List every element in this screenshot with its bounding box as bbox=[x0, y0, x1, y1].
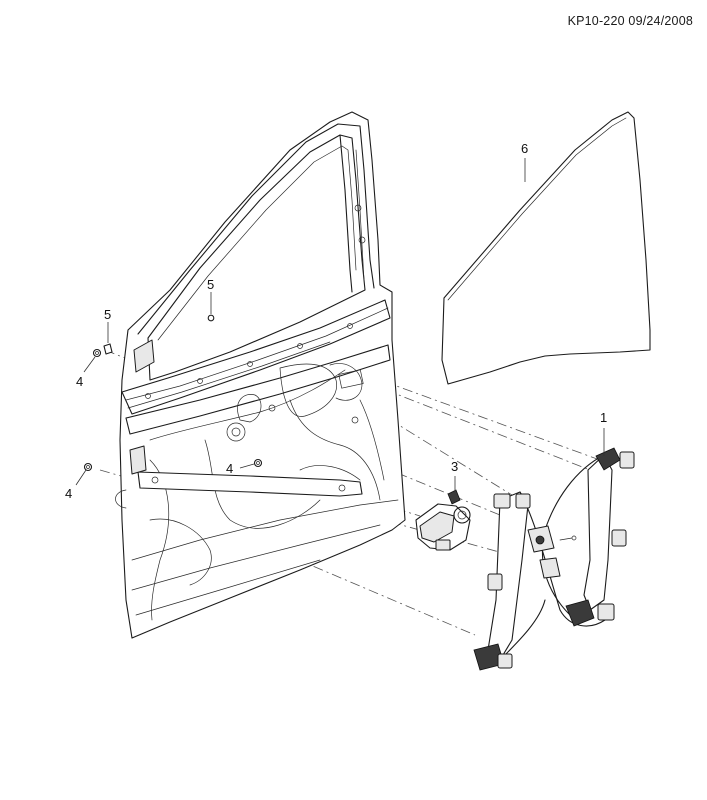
window-motor bbox=[415, 489, 471, 551]
callout-window-glass: 6 bbox=[521, 141, 528, 156]
callout-nut-upper-left: 4 bbox=[76, 374, 83, 389]
document-id-label: KP10-220 09/24/2008 bbox=[567, 14, 693, 28]
fasteners bbox=[83, 314, 263, 472]
regulator-brackets bbox=[473, 447, 635, 671]
callout-fastener-upper: 5 bbox=[207, 277, 214, 292]
door-panel bbox=[115, 111, 406, 639]
callout-nut-lower-left: 4 bbox=[65, 486, 72, 501]
callout-motor: 3 bbox=[451, 459, 458, 474]
callout-fastener-left: 5 bbox=[104, 307, 111, 322]
rail-holes bbox=[145, 323, 353, 399]
callout-regulator: 1 bbox=[600, 410, 607, 425]
window-regulator bbox=[473, 447, 635, 671]
leader-lines bbox=[75, 158, 605, 492]
callout-labels: 1 3 6 5 5 4 4 4 bbox=[65, 141, 607, 501]
callout-nut-middle: 4 bbox=[226, 461, 233, 476]
window-glass bbox=[441, 111, 651, 385]
